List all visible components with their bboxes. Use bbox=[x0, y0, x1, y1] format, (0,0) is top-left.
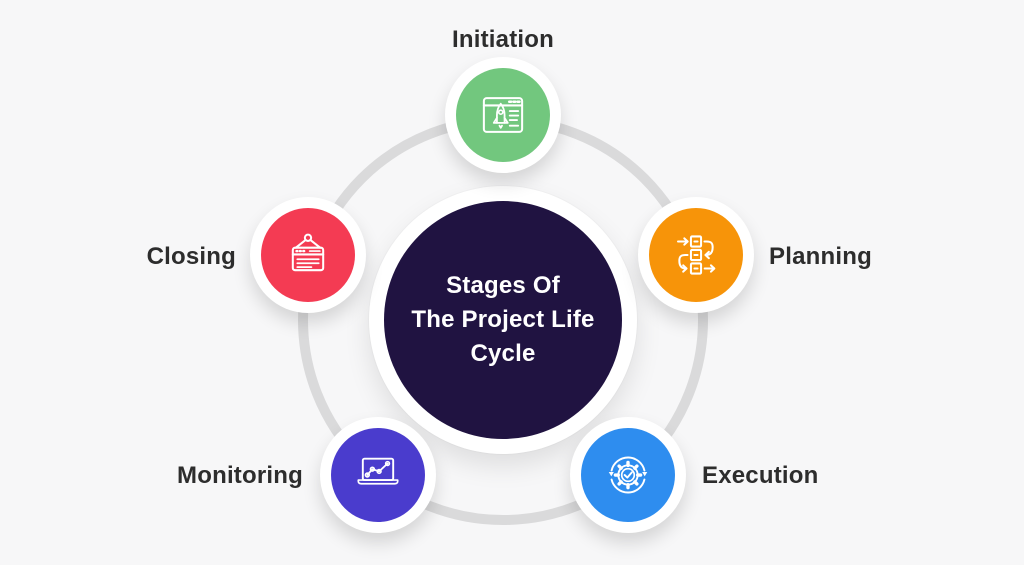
workflow-steps-icon bbox=[676, 235, 716, 275]
stage-label-initiation: Initiation bbox=[452, 26, 554, 53]
stage-label-monitoring: Monitoring bbox=[177, 462, 303, 489]
stage-circle-monitoring bbox=[331, 428, 425, 522]
gear-check-cycle-icon bbox=[608, 456, 648, 494]
stage-node-initiation bbox=[445, 57, 561, 173]
stage-node-closing bbox=[250, 197, 366, 313]
hanging-sign-icon bbox=[291, 233, 325, 272]
stage-node-planning bbox=[638, 197, 754, 313]
stage-label-closing: Closing bbox=[146, 243, 236, 270]
stage-circle-closing bbox=[261, 208, 355, 302]
diagram-title-line1: Stages Of bbox=[446, 272, 560, 299]
diagram-title-line3: Cycle bbox=[470, 340, 536, 367]
center-circle: Stages Of The Project Life Cycle bbox=[384, 201, 622, 439]
stage-label-planning: Planning bbox=[769, 243, 872, 270]
stage-node-monitoring bbox=[320, 417, 436, 533]
stage-node-execution bbox=[570, 417, 686, 533]
stage-circle-planning bbox=[649, 208, 743, 302]
stage-circle-execution bbox=[581, 428, 675, 522]
laptop-chart-icon bbox=[357, 457, 399, 485]
rocket-launch-window-icon bbox=[482, 97, 524, 133]
stage-circle-initiation bbox=[456, 68, 550, 162]
stage-label-execution: Execution bbox=[702, 462, 819, 489]
diagram-title-line2: The Project Life bbox=[411, 306, 595, 333]
